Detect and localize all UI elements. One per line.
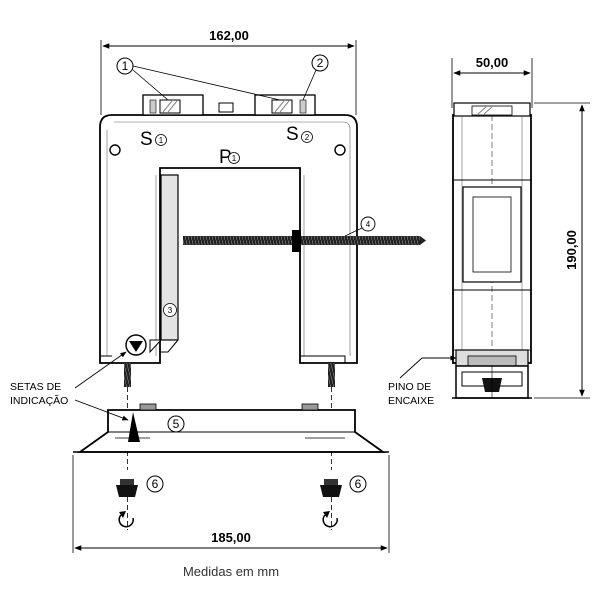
- pin-note: PINO DE ENCAIXE: [388, 355, 457, 407]
- callout-2-number: 5: [173, 417, 180, 431]
- terminal-label-s1: S 1: [140, 129, 167, 150]
- terminal-s2-letter: S: [286, 124, 299, 145]
- terminal-label-p1: P 1: [219, 147, 240, 168]
- side-view-base: [452, 349, 532, 399]
- base-plate: [73, 403, 389, 453]
- arrows-note-line2: INDICAÇÃO: [10, 394, 68, 407]
- dimension-base-width: 185,00: [72, 455, 390, 553]
- threaded-rod: [183, 230, 426, 252]
- dimension-side-width: 50,00: [451, 55, 533, 108]
- dimension-height: 190,00: [534, 102, 590, 399]
- mounting-hole-left: [109, 144, 121, 156]
- dimension-base-width-label: 185,00: [211, 530, 251, 545]
- callout-5-number: 1: [122, 59, 129, 73]
- callout-1: 3: [163, 303, 177, 317]
- callout-3-right: 6: [349, 475, 367, 493]
- dimension-side-width-label: 50,00: [476, 55, 509, 70]
- terminal-p1-number: 1: [232, 154, 237, 163]
- terminal-s1-block: [142, 94, 204, 116]
- direction-arrow-disc: [125, 334, 147, 356]
- callout-4: 4: [344, 216, 376, 237]
- callout-3-left-number: 6: [152, 477, 159, 491]
- arrows-note: SETAS DE INDICAÇÃO: [10, 351, 129, 421]
- callout-6: 2: [302, 54, 329, 101]
- arrows-note-line1: SETAS DE: [10, 381, 61, 393]
- top-slot: [218, 102, 234, 113]
- units-caption: Medidas em mm: [183, 564, 279, 579]
- terminal-label-s2: S 2: [286, 124, 313, 145]
- dimension-top-width: 162,00: [100, 28, 357, 115]
- callout-6-number: 2: [317, 56, 324, 70]
- terminal-s2-number: 2: [305, 133, 310, 142]
- mounting-hole-right: [334, 144, 346, 156]
- front-view-body: [99, 102, 358, 364]
- terminal-s1-letter: S: [140, 129, 153, 150]
- callout-4-number: 4: [366, 220, 371, 229]
- dimension-height-label: 190,00: [564, 230, 579, 270]
- dimension-top-width-label: 162,00: [209, 28, 249, 43]
- terminal-s1-number: 1: [159, 136, 164, 145]
- primary-busbar: [149, 174, 179, 354]
- terminal-p1-letter: P: [219, 147, 232, 168]
- terminal-s2-block: [254, 94, 316, 116]
- callout-5: 1: [116, 57, 281, 101]
- callout-3-right-number: 6: [355, 477, 362, 491]
- side-view-body: [452, 102, 532, 364]
- callout-3-left: 6: [146, 475, 164, 493]
- callout-2: 5: [167, 415, 185, 433]
- nut-right: [320, 479, 342, 530]
- callout-1-number: 3: [168, 306, 173, 315]
- pin-note-line1: PINO DE: [388, 381, 431, 393]
- pin-note-line2: ENCAIXE: [388, 395, 434, 407]
- nut-left: [116, 479, 138, 530]
